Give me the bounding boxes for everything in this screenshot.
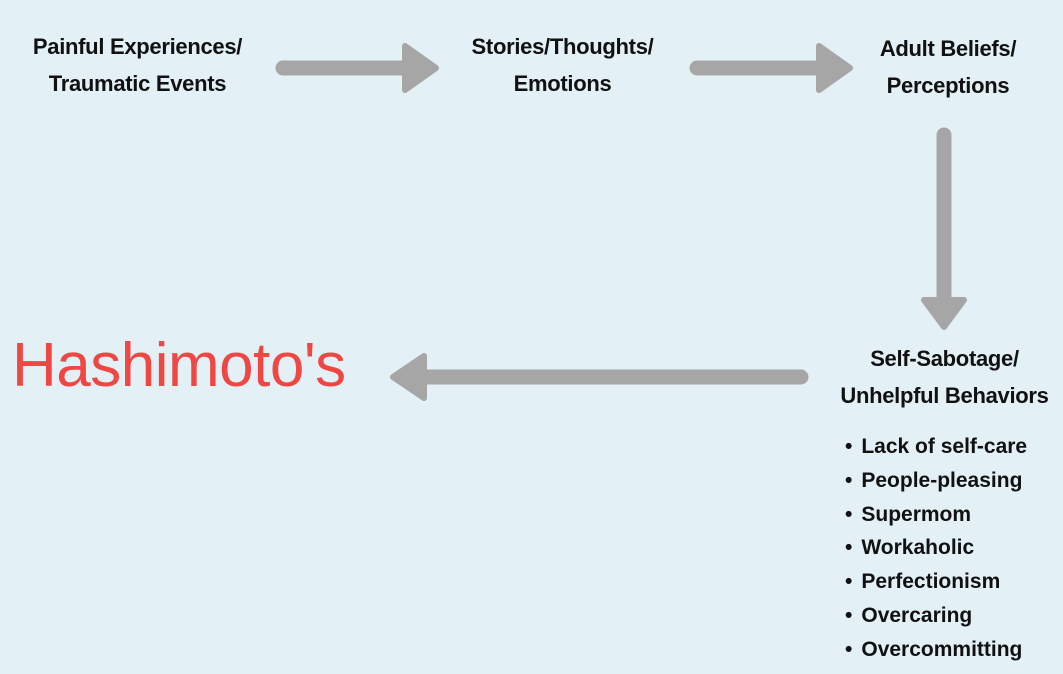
node-stories-thoughts-line2: Emotions xyxy=(513,71,612,96)
node-painful-experiences-line1: Painful Experiences/ xyxy=(32,34,243,59)
behavior-item: Overcommitting xyxy=(845,633,1027,667)
behavior-item: Lack of self-care xyxy=(845,430,1027,464)
outcome-hashimotos: Hashimoto's xyxy=(12,331,346,400)
behavior-item: Workaholic xyxy=(845,531,1027,565)
arrow-painful-to-stories xyxy=(275,43,439,93)
node-adult-beliefs: Adult Beliefs/ Perceptions xyxy=(848,30,1048,104)
arrow-sabotage-to-hashimotos xyxy=(390,353,809,401)
node-self-sabotage: Self-Sabotage/ Unhelpful Behaviors xyxy=(822,340,1063,414)
node-painful-experiences: Painful Experiences/ Traumatic Events xyxy=(10,28,265,102)
node-self-sabotage-line2: Unhelpful Behaviors xyxy=(840,383,1049,408)
behavior-item: Overcaring xyxy=(845,599,1027,633)
node-adult-beliefs-line2: Perceptions xyxy=(886,73,1010,98)
node-stories-thoughts: Stories/Thoughts/ Emotions xyxy=(440,28,685,102)
arrow-beliefs-to-sabotage xyxy=(921,127,967,330)
behavior-item: People-pleasing xyxy=(845,464,1027,498)
behavior-item: Perfectionism xyxy=(845,565,1027,599)
node-stories-thoughts-line1: Stories/Thoughts/ xyxy=(471,34,654,59)
arrow-stories-to-beliefs xyxy=(689,43,853,93)
node-adult-beliefs-line1: Adult Beliefs/ xyxy=(879,36,1017,61)
behavior-item: Supermom xyxy=(845,498,1027,532)
behavior-list: Lack of self-care People-pleasing Superm… xyxy=(845,430,1027,667)
node-self-sabotage-line1: Self-Sabotage/ xyxy=(870,346,1019,371)
node-painful-experiences-line2: Traumatic Events xyxy=(48,71,227,96)
